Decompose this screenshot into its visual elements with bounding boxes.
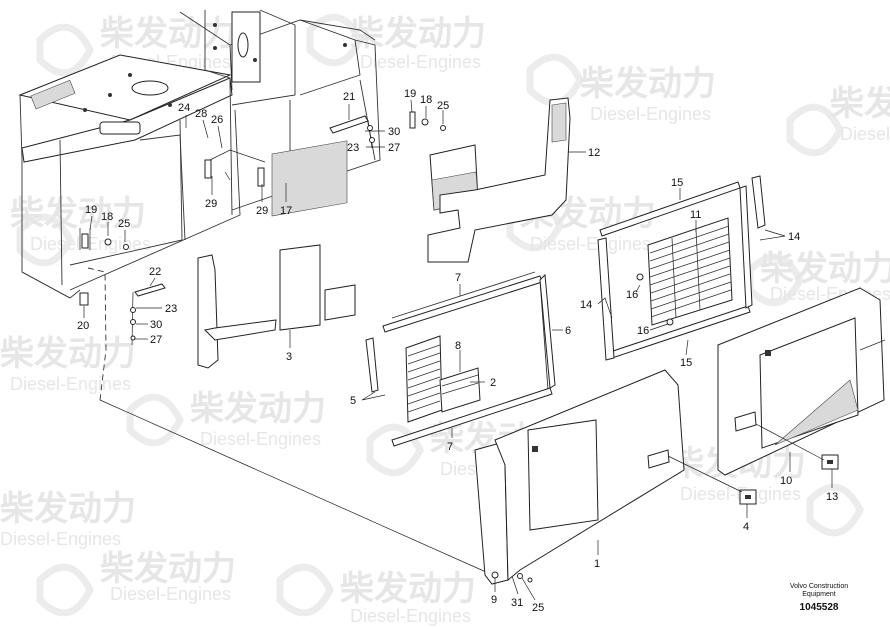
louver-2 bbox=[405, 335, 481, 423]
watermark-logo-icon bbox=[36, 563, 94, 617]
latch-4 bbox=[667, 455, 757, 505]
callout-26: 26 bbox=[211, 114, 223, 126]
callout-27: 27 bbox=[388, 142, 400, 154]
callout-7: 7 bbox=[455, 272, 461, 284]
callout-19: 19 bbox=[85, 204, 97, 216]
callout-25: 25 bbox=[118, 218, 130, 230]
watermark-en: Diesel-Engines bbox=[590, 104, 711, 124]
callout-5: 5 bbox=[350, 395, 356, 407]
watermark-logo-icon bbox=[786, 103, 844, 157]
callout-19: 19 bbox=[404, 88, 416, 100]
watermark-logo-icon bbox=[746, 253, 804, 307]
callout-6: 6 bbox=[565, 325, 571, 337]
callout-3: 3 bbox=[286, 351, 292, 363]
watermark-cn: 柴发动力 bbox=[580, 64, 716, 104]
watermark-en: Diesel-Engines bbox=[530, 234, 651, 254]
door-1 bbox=[474, 369, 685, 585]
door-10 bbox=[717, 287, 886, 476]
watermark-cn: 柴发动力 bbox=[100, 549, 236, 589]
callout-23: 23 bbox=[347, 142, 359, 154]
document-number: 1045528 bbox=[799, 602, 839, 613]
callout-22: 22 bbox=[149, 266, 161, 278]
panel-14-frame bbox=[597, 175, 766, 361]
callout-8: 8 bbox=[455, 340, 461, 352]
watermark-en: Diesel-Engines bbox=[110, 584, 231, 604]
callout-17: 17 bbox=[280, 205, 292, 217]
watermark-cn: 柴发动力 bbox=[350, 14, 486, 54]
callout-31: 31 bbox=[511, 597, 523, 609]
latch-13 bbox=[755, 423, 839, 470]
watermark-cn: 柴发动力 bbox=[0, 489, 136, 529]
watermark-logo-icon bbox=[526, 53, 584, 107]
callout-25: 25 bbox=[532, 602, 544, 614]
hardware-group-left bbox=[79, 228, 496, 577]
watermark-cn: 柴发动力 bbox=[760, 249, 890, 289]
watermark-cn: 柴发动力 bbox=[0, 334, 136, 374]
leader-lines bbox=[83, 99, 833, 601]
watermark-en: Diesel-Engines bbox=[360, 52, 481, 72]
panel-3 bbox=[197, 140, 356, 369]
watermark-en: Diesel-Engines bbox=[0, 529, 121, 549]
callout-10: 10 bbox=[780, 475, 792, 487]
callout-4: 4 bbox=[743, 521, 749, 533]
callout-29: 29 bbox=[205, 198, 217, 210]
callout-30: 30 bbox=[388, 126, 400, 138]
callout-1: 1 bbox=[594, 558, 600, 570]
callout-23: 23 bbox=[165, 303, 177, 315]
callout-20: 20 bbox=[77, 320, 89, 332]
brand-line-2: Equipment bbox=[802, 591, 836, 598]
callout-30: 30 bbox=[150, 319, 162, 331]
callout-7: 7 bbox=[447, 441, 453, 453]
callout-2: 2 bbox=[490, 377, 496, 389]
callout-24: 24 bbox=[178, 102, 190, 114]
watermark-en: Diesel-Engines bbox=[840, 124, 890, 144]
watermark-en: Diesel-Engines bbox=[200, 429, 321, 449]
callout-15: 15 bbox=[680, 357, 692, 369]
watermark-cn: 柴发动力 bbox=[190, 389, 326, 429]
callout-16: 16 bbox=[626, 289, 638, 301]
watermark-logo-icon bbox=[16, 213, 74, 267]
callout-18: 18 bbox=[101, 211, 113, 223]
machine-frame bbox=[18, 9, 381, 299]
brand-caption: Volvo Construction Equipment bbox=[784, 583, 854, 599]
callout-25: 25 bbox=[437, 100, 449, 112]
callout-15: 15 bbox=[671, 177, 683, 189]
callout-18: 18 bbox=[420, 94, 432, 106]
watermark-en: Diesel-Engines bbox=[30, 234, 151, 254]
brand-line-1: Volvo Construction bbox=[789, 583, 849, 590]
callout-13: 13 bbox=[826, 491, 838, 503]
callout-29: 29 bbox=[256, 205, 268, 217]
louver-11 bbox=[636, 217, 733, 326]
callout-9: 9 bbox=[491, 594, 497, 606]
callout-21: 21 bbox=[343, 91, 355, 103]
watermark-cn: 柴发动力 bbox=[340, 569, 476, 609]
callout-12: 12 bbox=[588, 147, 600, 159]
panel-12 bbox=[427, 97, 571, 263]
callout-27: 27 bbox=[150, 334, 162, 346]
callout-11: 11 bbox=[690, 209, 701, 221]
watermark-cn: 柴发动力 bbox=[10, 194, 146, 234]
callout-labels: 24 28 26 29 29 17 21 30 23 27 19 18 25 1… bbox=[77, 88, 838, 614]
watermark-cn: 柴发动力 bbox=[830, 84, 890, 124]
watermark-en: Diesel-Engines bbox=[350, 606, 471, 626]
watermark-logo-icon bbox=[276, 563, 334, 617]
callout-14: 14 bbox=[580, 299, 592, 311]
watermark-logo-icon bbox=[126, 393, 184, 447]
watermark-logo-icon bbox=[306, 13, 364, 67]
watermark-logo-icon bbox=[806, 483, 864, 537]
callout-16: 16 bbox=[637, 325, 649, 337]
watermark-en: Diesel-Engines bbox=[10, 374, 131, 394]
panel-6-frame bbox=[365, 271, 556, 447]
callout-14: 14 bbox=[788, 231, 800, 243]
watermark-logo-icon bbox=[366, 423, 424, 477]
watermark-logo-icon bbox=[36, 23, 94, 77]
callout-28: 28 bbox=[195, 108, 207, 120]
